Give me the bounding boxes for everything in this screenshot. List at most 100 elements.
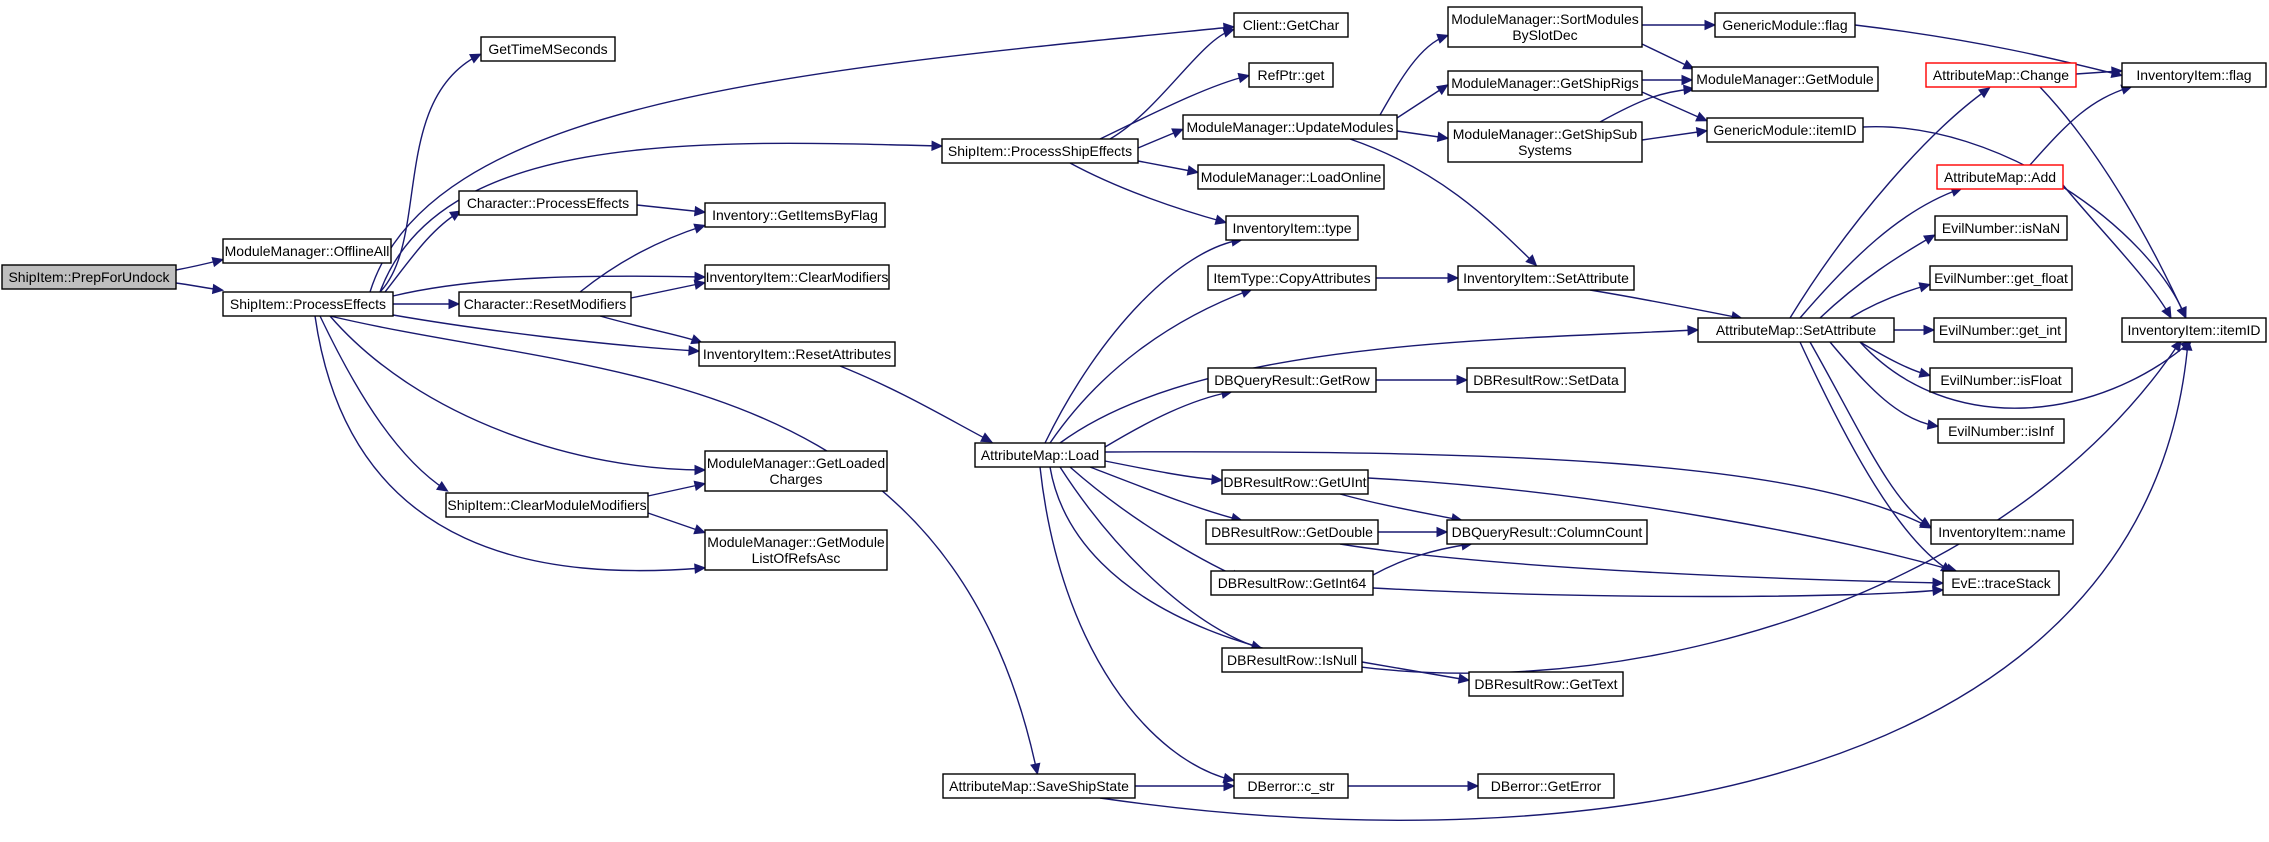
node-getitemsbyflag[interactable]: Inventory::GetItemsByFlag [704, 202, 886, 228]
edge-arrowhead [1932, 577, 1945, 589]
edge-line [1589, 289, 1741, 319]
edge-arrowhead [1681, 74, 1694, 86]
node-label: Client::GetChar [1243, 17, 1340, 33]
node-clearmodulemodifiers[interactable]: ShipItem::ClearModuleModifiers [445, 492, 649, 518]
edge-line [630, 282, 704, 299]
edge-arrowhead [931, 140, 944, 152]
edge-processeffects-to-clearmodulemodifiers [319, 315, 449, 492]
edge-line [1104, 451, 1930, 528]
node-getshiprigs[interactable]: ModuleManager::GetShipRigs [1447, 70, 1643, 96]
node-getint64[interactable]: DBResultRow::GetInt64 [1210, 570, 1374, 596]
node-columncount[interactable]: DBQueryResult::ColumnCount [1446, 519, 1648, 545]
node-label: Character::ResetModifiers [464, 296, 627, 312]
node-isinf[interactable]: EvilNumber::isInf [1937, 418, 2065, 444]
edge-processeffects-to-saveshipstate [329, 315, 1041, 776]
node-updatemodules[interactable]: ModuleManager::UpdateModules [1182, 114, 1398, 140]
node-setdata[interactable]: DBResultRow::SetData [1466, 367, 1626, 393]
edge-clearmodulemodifiers-to-getmodulelist [647, 512, 707, 535]
node-gettimemseconds[interactable]: GetTimeMSeconds [480, 36, 616, 62]
edge-line [1641, 43, 1693, 69]
node-inv_setattribute[interactable]: InventoryItem::SetAttribute [1457, 265, 1635, 291]
edge-am_setattribute-to-get_float [1849, 282, 1932, 319]
node-c_str[interactable]: DBerror::c_str [1233, 773, 1349, 799]
edge-arrowhead [1436, 33, 1450, 44]
edge-attributemap_load-to-getuint [1104, 460, 1224, 485]
edge-am_setattribute-to-get_int [1894, 324, 1936, 336]
node-label: AttributeMap::SetAttribute [1716, 322, 1877, 338]
edge-processshipeffects-to-client_getchar [1109, 27, 1236, 140]
node-isfloat[interactable]: EvilNumber::isFloat [1929, 367, 2073, 393]
node-get_float[interactable]: EvilNumber::get_float [1929, 265, 2073, 291]
node-gettext[interactable]: DBResultRow::GetText [1468, 671, 1624, 697]
edge-resetattributes-to-attributemap_load [839, 365, 993, 443]
edge-line [1859, 341, 2191, 409]
edge-line [1039, 466, 1233, 781]
node-label: DBResultRow::GetDouble [1211, 524, 1373, 540]
node-label: DBResultRow::GetInt64 [1218, 575, 1367, 591]
node-offlineall[interactable]: ModuleManager::OfflineAll [222, 238, 392, 264]
node-box [1446, 519, 1648, 545]
node-getuint[interactable]: DBResultRow::GetUInt [1221, 469, 1369, 495]
node-inv_itemid[interactable]: InventoryItem::itemID [2121, 317, 2267, 343]
edge-arrowhead [2161, 306, 2172, 319]
edge-am_change-to-inv_flag [2075, 66, 2124, 77]
node-copyattributes[interactable]: ItemType::CopyAttributes [1207, 265, 1377, 291]
node-generic_itemid[interactable]: GenericModule::itemID [1706, 117, 1864, 143]
node-inv_flag[interactable]: InventoryItem::flag [2121, 62, 2267, 88]
node-attributemap_load[interactable]: AttributeMap::Load [974, 442, 1106, 468]
edge-line [384, 211, 460, 293]
node-get_int[interactable]: EvilNumber::get_int [1933, 317, 2067, 343]
node-label: InventoryItem::name [1938, 524, 2066, 540]
node-isnull[interactable]: DBResultRow::IsNull [1221, 647, 1363, 673]
node-generic_flag[interactable]: GenericModule::flag [1714, 12, 1856, 38]
node-processeffects[interactable]: ShipItem::ProcessEffects [222, 291, 394, 317]
edge-arrowhead [693, 205, 707, 217]
edge-line [329, 315, 704, 471]
node-inv_type[interactable]: InventoryItem::type [1225, 215, 1359, 241]
node-getmodule[interactable]: ModuleManager::GetModule [1691, 66, 1879, 92]
edge-line [1367, 477, 1956, 572]
edge-getshipsubsystems-to-getmodule [1599, 84, 1696, 123]
node-clearmodifiers[interactable]: InventoryItem::ClearModifiers [704, 264, 890, 290]
node-inv_name[interactable]: InventoryItem::name [1930, 519, 2074, 545]
node-resetattributes[interactable]: InventoryItem::ResetAttributes [698, 341, 896, 367]
node-char_resetmodifiers[interactable]: Character::ResetModifiers [458, 291, 632, 317]
node-loadonline[interactable]: ModuleManager::LoadOnline [1197, 164, 1385, 190]
node-label: ShipItem::ProcessEffects [230, 296, 386, 312]
node-box [1447, 6, 1643, 48]
node-isnan[interactable]: EvilNumber::isNaN [1934, 215, 2068, 241]
node-geterror[interactable]: DBerror::GetError [1477, 773, 1615, 799]
edge-line [1372, 543, 1471, 576]
edge-line [1349, 138, 1536, 265]
node-label: EvilNumber::isNaN [1942, 220, 2060, 236]
edge-sortmodules-to-getmodule [1641, 43, 1695, 70]
node-refptr_get[interactable]: RefPtr::get [1248, 62, 1334, 88]
node-getdouble[interactable]: DBResultRow::GetDouble [1205, 519, 1379, 545]
edge-line [2029, 86, 2131, 166]
node-box [941, 138, 1139, 164]
node-saveshipstate[interactable]: AttributeMap::SaveShipState [942, 773, 1136, 799]
node-am_change[interactable]: AttributeMap::Change [1925, 62, 2077, 88]
node-box [1691, 66, 1879, 92]
node-label: ShipItem::ProcessShipEffects [948, 143, 1132, 159]
node-tracestack[interactable]: EvE::traceStack [1942, 570, 2060, 596]
node-box [222, 291, 394, 317]
edge-line [1799, 341, 1951, 572]
node-am_setattribute[interactable]: AttributeMap::SetAttribute [1697, 317, 1895, 343]
node-am_add[interactable]: AttributeMap::Add [1936, 164, 2064, 190]
node-box [1210, 570, 1374, 596]
edge-line [1104, 391, 1231, 448]
node-box [1468, 671, 1624, 697]
node-label: ModuleManager::OfflineAll [225, 243, 390, 259]
node-processshipeffects[interactable]: ShipItem::ProcessShipEffects [941, 138, 1139, 164]
edge-line [1339, 543, 1942, 584]
node-client_getchar[interactable]: Client::GetChar [1233, 12, 1349, 38]
edge-arrowhead [694, 563, 707, 574]
node-getrow[interactable]: DBQueryResult::GetRow [1207, 367, 1377, 393]
node-label: ItemType::CopyAttributes [1213, 270, 1370, 286]
node-char_processeffects[interactable]: Character::ProcessEffects [458, 190, 638, 216]
